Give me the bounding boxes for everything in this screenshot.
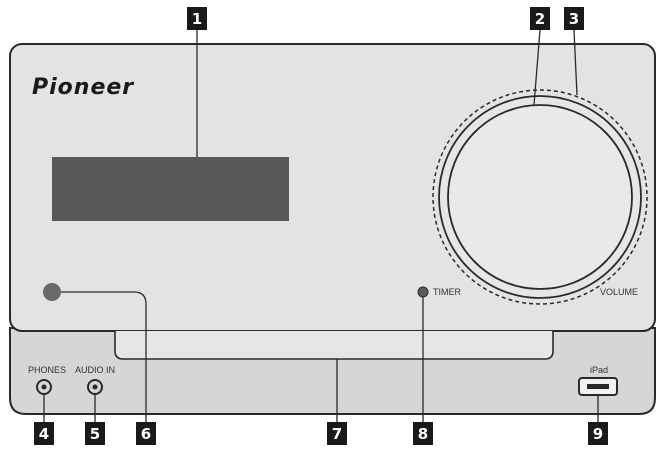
- callout-badge-3: 3: [564, 7, 584, 30]
- remote-sensor: [43, 283, 61, 301]
- audio-in-jack-hole: [92, 384, 98, 390]
- phones-jack-hole: [41, 384, 47, 390]
- audio-in-label: AUDIO IN: [75, 365, 115, 375]
- svg-text:4: 4: [39, 425, 49, 443]
- disc-slot[interactable]: [114, 331, 554, 360]
- callout-badge-8: 8: [413, 422, 433, 445]
- volume-label: VOLUME: [600, 287, 638, 297]
- leader-2: [533, 29, 541, 106]
- callout-badge-2: 2: [530, 7, 550, 30]
- callout-badge-6: 6: [136, 422, 156, 445]
- ipad-label: iPad: [590, 365, 608, 375]
- svg-text:1: 1: [192, 10, 202, 28]
- timer-indicator: [417, 286, 429, 298]
- phones-label: PHONES: [28, 365, 66, 375]
- svg-text:3: 3: [569, 10, 579, 28]
- callout-badge-1: 1: [187, 7, 207, 30]
- callout-badge-7: 7: [327, 422, 347, 445]
- leader-6: [61, 291, 147, 422]
- svg-text:7: 7: [332, 425, 342, 443]
- callout-leaders: [43, 29, 599, 422]
- svg-text:9: 9: [593, 425, 603, 443]
- svg-text:6: 6: [141, 425, 151, 443]
- callout-badge-9: 9: [588, 422, 608, 445]
- leader-3: [573, 29, 578, 96]
- timer-label: TIMER: [433, 287, 461, 297]
- ipad-usb-slot: [587, 384, 609, 389]
- svg-text:8: 8: [418, 425, 428, 443]
- svg-text:5: 5: [90, 425, 100, 443]
- brand-logo: Pioneer: [32, 75, 134, 100]
- svg-text:2: 2: [535, 10, 545, 28]
- callout-badge-4: 4: [34, 422, 54, 445]
- display-window: [52, 157, 289, 221]
- callout-badge-5: 5: [85, 422, 105, 445]
- volume-ring-illumination: [432, 89, 648, 305]
- volume-knob-inner[interactable]: [447, 104, 633, 290]
